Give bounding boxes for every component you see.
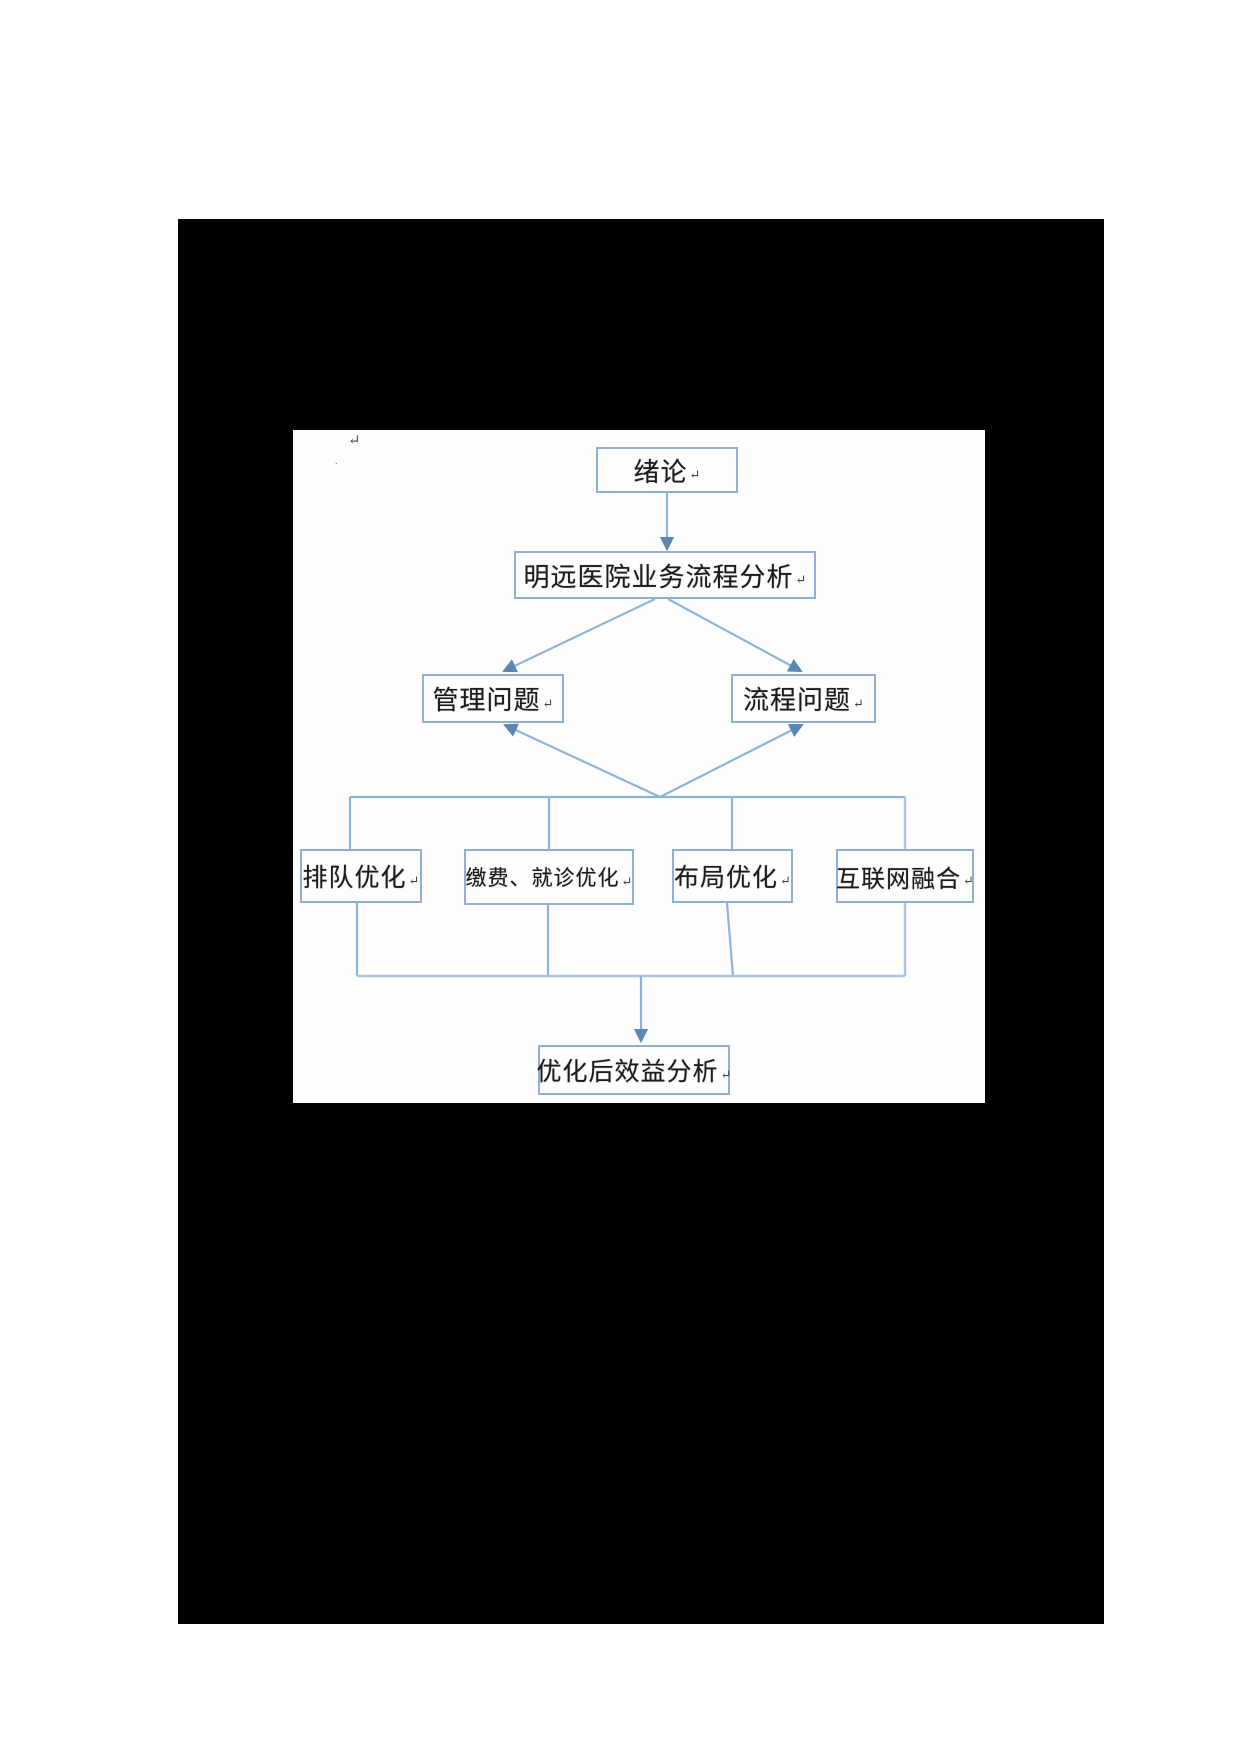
arrow-junction-to-process <box>659 724 804 798</box>
node-analysis: 明远医院业务流程分析↵ <box>514 551 816 599</box>
node-payment: 缴费、就诊优化↵ <box>464 849 634 905</box>
node-management-label: 管理问题 <box>432 686 541 715</box>
paragraph-mark-icon: ↵ <box>689 467 701 482</box>
node-layout-label: 布局优化 <box>674 865 779 892</box>
node-internet: 互联网融合↵ <box>836 849 974 903</box>
node-queue: 排队优化↵ <box>300 849 422 903</box>
node-intro-label: 绪论 <box>633 457 688 487</box>
node-benefit: 优化后效益分析↵ <box>536 1045 732 1095</box>
node-layout: 布局优化↵ <box>672 849 793 903</box>
arrow-junction-to-management <box>503 723 661 798</box>
paragraph-mark-icon: ↵ <box>795 572 807 587</box>
paragraph-mark-icon: ↵ <box>780 873 791 888</box>
paragraph-mark-icon: ↵ <box>542 695 554 711</box>
stray-paragraph-mark-icon: ↵ <box>348 433 361 449</box>
paragraph-mark-icon: ↵ <box>963 873 974 888</box>
node-process-label: 流程问题 <box>743 686 852 715</box>
flowchart-panel: ↵ . <box>293 430 985 1103</box>
node-payment-label: 缴费、就诊优化 <box>465 866 620 890</box>
arrow-analysis-to-process <box>667 598 803 673</box>
arrow-analysis-to-management <box>502 598 656 673</box>
node-analysis-label: 明远医院业务流程分析 <box>523 562 794 592</box>
stray-dot-mark: . <box>335 456 338 467</box>
flowchart-connectors <box>348 493 907 1044</box>
layout-to-lower-bus <box>725 902 735 977</box>
paragraph-mark-icon: ↵ <box>621 874 633 889</box>
node-process: 流程问题↵ <box>731 674 876 723</box>
node-queue-label: 排队优化 <box>302 865 407 892</box>
node-internet-label: 互联网融合 <box>836 866 962 893</box>
node-benefit-label: 优化后效益分析 <box>536 1059 719 1086</box>
paragraph-mark-icon: ↵ <box>853 695 864 711</box>
node-intro: 绪论↵ <box>596 447 738 493</box>
paragraph-mark-icon: ↵ <box>720 1067 732 1082</box>
node-management: 管理问题↵ <box>422 674 564 723</box>
paragraph-mark-icon: ↵ <box>408 873 420 888</box>
